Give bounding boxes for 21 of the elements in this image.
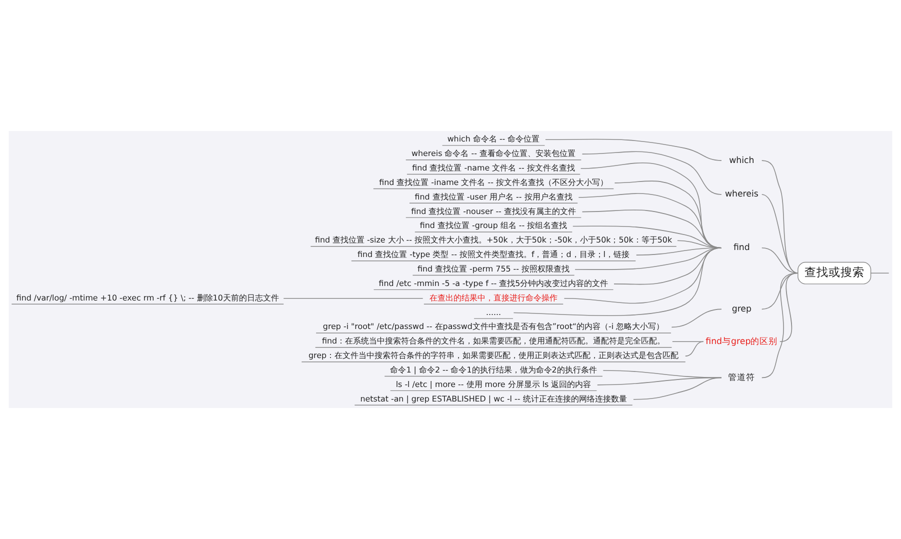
node-text: whereis	[724, 190, 758, 200]
connector	[761, 194, 798, 274]
connector	[761, 272, 798, 378]
connector	[578, 193, 722, 248]
connector	[870, 272, 890, 274]
connector	[761, 160, 798, 274]
connector	[633, 377, 722, 400]
node-text: grep	[732, 304, 752, 314]
connector	[685, 341, 704, 356]
connector	[582, 151, 722, 195]
node-text: find与grep的区别	[706, 336, 778, 347]
connector	[672, 341, 704, 342]
connector	[761, 272, 798, 310]
connector	[671, 308, 722, 328]
node-box: 查找或搜索	[798, 262, 872, 284]
node-text: which	[729, 156, 754, 166]
node-text: find	[733, 243, 750, 254]
node-text: 管道符	[728, 372, 756, 383]
connector	[513, 247, 722, 316]
connector	[545, 138, 722, 161]
connector	[283, 298, 424, 299]
